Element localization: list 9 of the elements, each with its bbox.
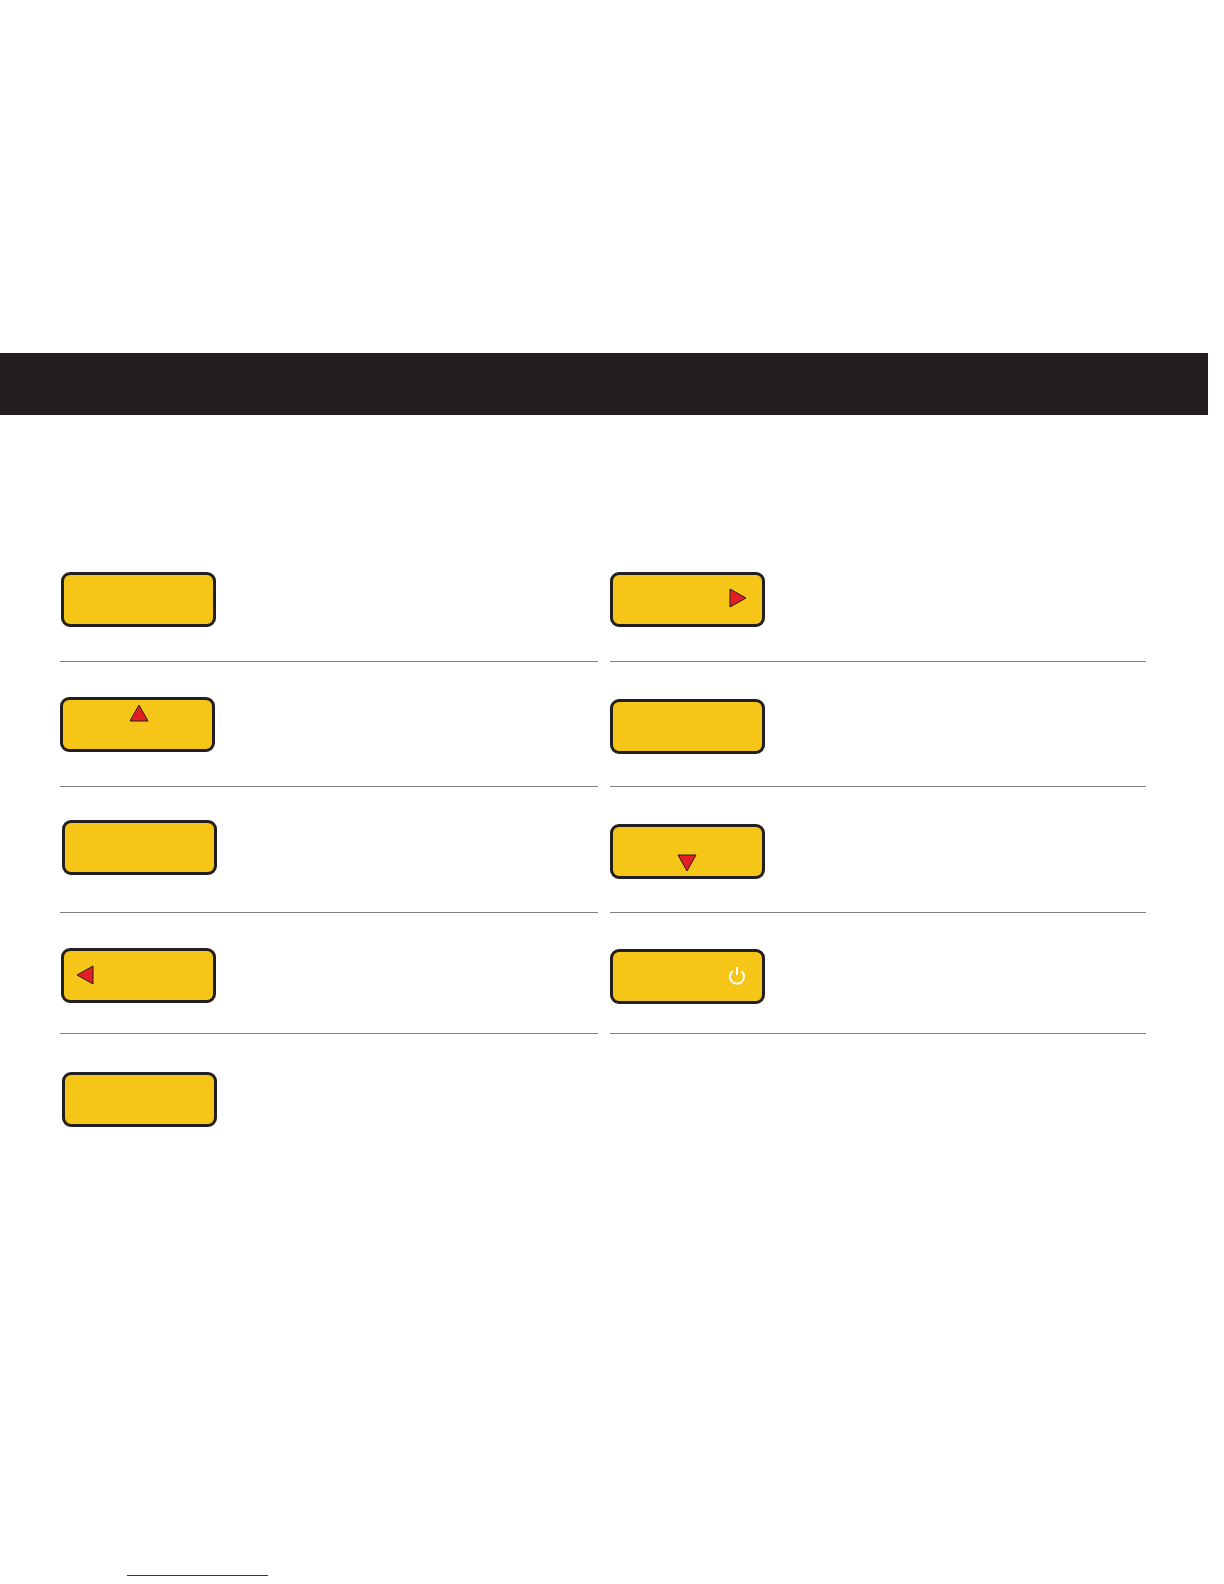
key-button bbox=[610, 949, 765, 1004]
key-button bbox=[61, 948, 216, 1003]
key-button bbox=[61, 572, 216, 627]
key-button bbox=[62, 1072, 217, 1127]
key-button bbox=[62, 820, 217, 875]
key-button bbox=[60, 697, 215, 752]
key-button bbox=[610, 699, 765, 754]
key-button bbox=[610, 824, 765, 879]
key-button bbox=[610, 572, 765, 627]
